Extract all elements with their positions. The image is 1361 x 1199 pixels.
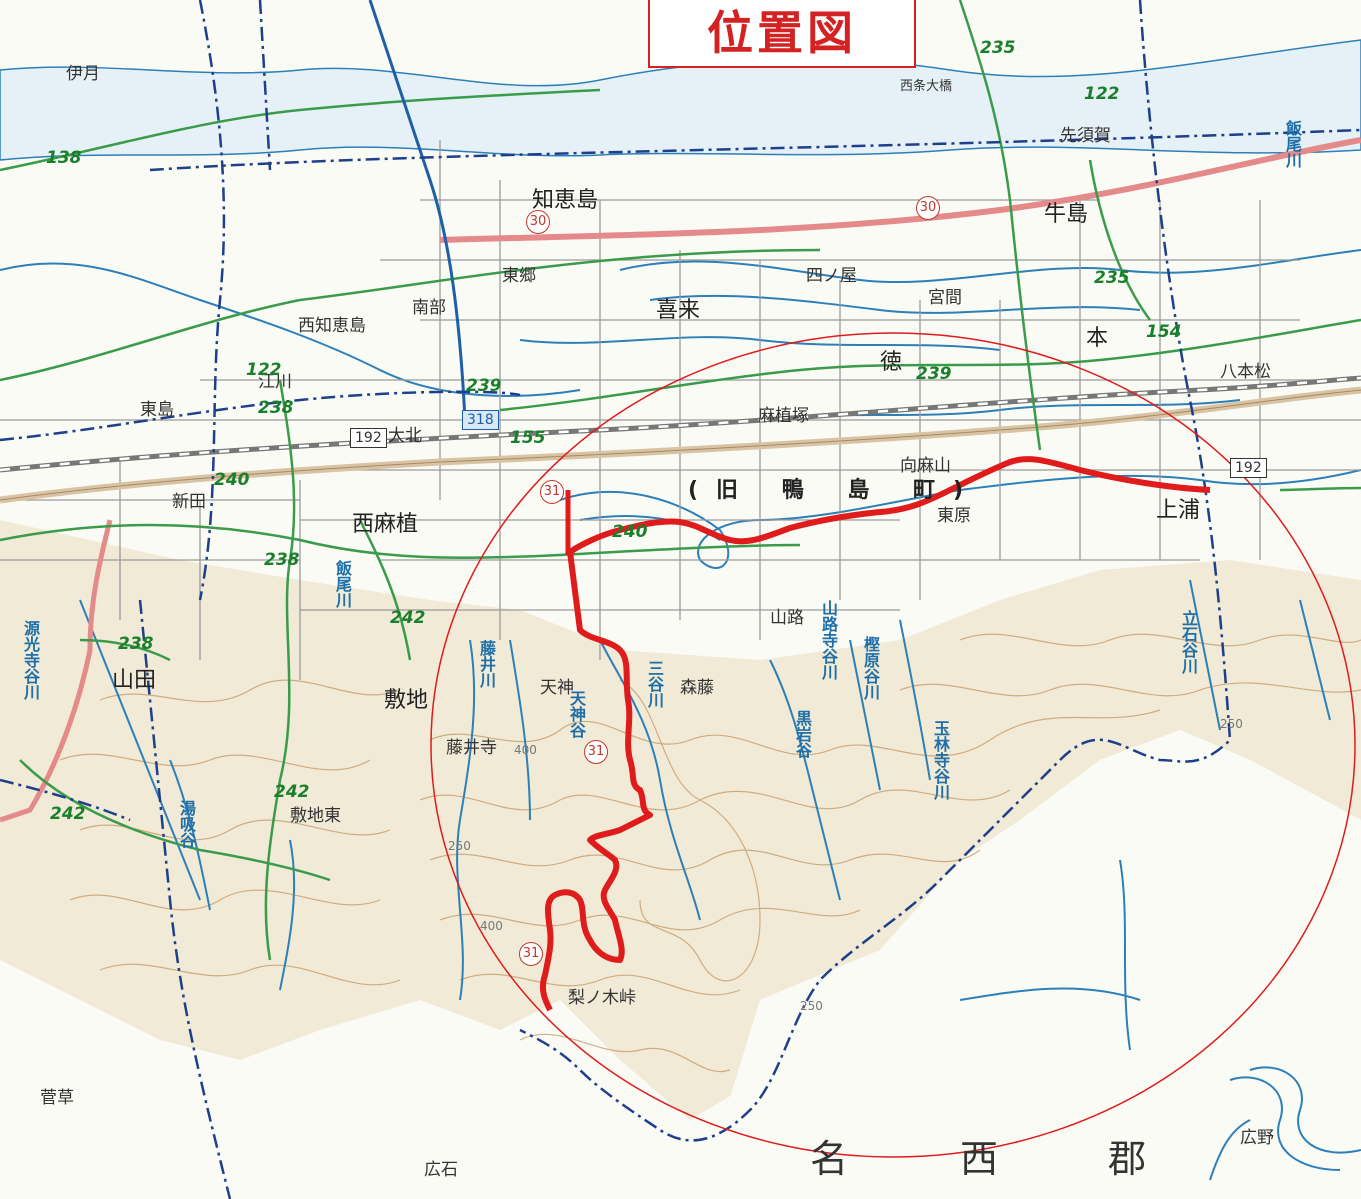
route-238-label-c: 238 bbox=[118, 634, 154, 654]
place-saijo-bridge: 西条大橋 bbox=[900, 79, 953, 94]
place-tenjin: 天神 bbox=[540, 678, 574, 698]
local-roads bbox=[0, 140, 1361, 680]
route-240-label-b: 240 bbox=[612, 522, 648, 542]
river-mitani: 三谷川 bbox=[645, 660, 664, 708]
route-318-road bbox=[368, 0, 467, 421]
route-235-label-a: 235 bbox=[980, 38, 1016, 58]
place-higashigo: 東郷 bbox=[502, 266, 536, 286]
route-239-label-a: 239 bbox=[466, 376, 502, 396]
place-ohkita: 大北 bbox=[388, 426, 422, 446]
place-nishioue: 西麻植 bbox=[352, 512, 419, 537]
target-route-highlight bbox=[539, 456, 1211, 1012]
place-sugakusa: 菅草 bbox=[40, 1088, 74, 1108]
route-154-label: 154 bbox=[1146, 322, 1182, 342]
route-242-label-c: 242 bbox=[50, 804, 86, 824]
route-138-label: 138 bbox=[46, 148, 82, 168]
place-shikiji: 敷地 bbox=[384, 688, 429, 713]
contour-label-3: 250 bbox=[1220, 717, 1243, 731]
county-label-1: 名 bbox=[810, 1137, 849, 1181]
river-iio-1: 飯尾川 bbox=[333, 560, 352, 608]
route-31-marker-b: 31 bbox=[584, 740, 608, 764]
route-238-label-b: 238 bbox=[264, 550, 300, 570]
river-yusui: 湯吸谷 bbox=[177, 800, 196, 848]
contour-label-2: 400 bbox=[480, 919, 503, 933]
place-higashihara: 東原 bbox=[937, 506, 971, 526]
river-kuroiwa: 黒岩谷 bbox=[793, 710, 812, 758]
place-kirai: 喜来 bbox=[656, 298, 701, 323]
county-label-3: 郡 bbox=[1108, 1137, 1147, 1181]
place-yotsuya: 四ノ屋 bbox=[806, 266, 857, 286]
route-192-marker-a: 192 bbox=[350, 428, 387, 448]
place-chiejima: 知恵島 bbox=[532, 188, 599, 213]
contour-label-4: 250 bbox=[800, 999, 823, 1013]
mountain-terrain bbox=[0, 520, 1361, 1120]
target-area-circle bbox=[430, 332, 1356, 1158]
route-43-road bbox=[0, 519, 113, 823]
place-miyama: 宮間 bbox=[928, 288, 962, 308]
route-242-label-a: 242 bbox=[390, 608, 426, 628]
route-240-label-a: 240 bbox=[214, 470, 250, 490]
route-30-road bbox=[439, 137, 1361, 243]
place-hon: 本 bbox=[1086, 326, 1109, 351]
place-nishichiejima: 西知恵島 bbox=[298, 316, 366, 336]
river-genkoji: 源光寺谷川 bbox=[21, 620, 40, 700]
place-sakizuka: 先須賀 bbox=[1060, 126, 1111, 146]
place-izuki: 伊月 bbox=[66, 64, 100, 84]
prefectural-roads bbox=[0, 0, 1361, 961]
place-shikiji-east: 敷地東 bbox=[290, 806, 341, 826]
route-318-marker: 318 bbox=[462, 410, 499, 430]
route-235-label-b: 235 bbox=[1094, 268, 1130, 288]
county-label-2: 西 bbox=[960, 1137, 999, 1181]
flat-plain bbox=[700, 730, 1361, 1199]
place-mukaiyama: 向麻山 bbox=[900, 456, 951, 476]
rivers bbox=[0, 249, 1361, 1181]
place-toku: 徳 bbox=[880, 350, 903, 375]
place-ouetsuka: 麻植塚 bbox=[758, 406, 809, 426]
river-yamajidera: 山路寺谷川 bbox=[819, 600, 838, 680]
river-fujii: 藤井川 bbox=[477, 640, 496, 688]
contour-label-5: 400 bbox=[514, 743, 537, 757]
place-hiroishi: 広石 bbox=[424, 1160, 458, 1180]
railway bbox=[0, 375, 1361, 473]
river-tateishi: 立石谷川 bbox=[1179, 610, 1198, 674]
river-iio-2: 飯尾川 bbox=[1283, 120, 1302, 168]
place-yamada: 山田 bbox=[112, 668, 157, 693]
place-nanokinotoge: 梨ノ木峠 bbox=[568, 988, 636, 1008]
route-155-label: 155 bbox=[510, 428, 546, 448]
place-yamaji: 山路 bbox=[770, 608, 804, 628]
place-kamiura: 上浦 bbox=[1156, 498, 1201, 523]
district-label: (旧 鴨 島 町) bbox=[688, 478, 982, 503]
place-morifuji: 森藤 bbox=[680, 678, 714, 698]
route-122-label-a: 122 bbox=[1084, 84, 1120, 104]
yoshino-river bbox=[0, 39, 1361, 161]
route-238-label-a: 238 bbox=[258, 398, 294, 418]
route-192-marker-b: 192 bbox=[1230, 458, 1267, 478]
place-ushijima: 牛島 bbox=[1044, 202, 1089, 227]
place-hirono: 広野 bbox=[1240, 1128, 1274, 1148]
place-yahonmatsu: 八本松 bbox=[1220, 362, 1271, 382]
river-tenjin: 天神谷 bbox=[567, 690, 586, 738]
place-kawashima: 江川 bbox=[258, 372, 292, 392]
place-shinden: 新田 bbox=[172, 492, 206, 512]
route-31-marker-c: 31 bbox=[519, 942, 543, 966]
place-nanbu: 南部 bbox=[412, 298, 446, 318]
route-31-marker-a: 31 bbox=[540, 480, 564, 504]
place-fujiidera: 藤井寺 bbox=[446, 738, 497, 758]
contour-label-1: 250 bbox=[448, 839, 471, 853]
river-kashihara: 樫原谷川 bbox=[861, 636, 880, 700]
route-30-marker-a: 30 bbox=[526, 210, 550, 234]
river-gyokurinji: 玉林寺谷川 bbox=[931, 720, 950, 800]
place-higashijima: 東島 bbox=[140, 400, 174, 420]
route-122-label-b: 122 bbox=[246, 360, 282, 380]
route-239-label-b: 239 bbox=[916, 364, 952, 384]
route-242-label-b: 242 bbox=[274, 782, 310, 802]
map-title: 位置図 bbox=[648, 0, 916, 68]
contour-lines bbox=[59, 633, 1361, 1073]
route-30-marker-b: 30 bbox=[916, 196, 940, 220]
